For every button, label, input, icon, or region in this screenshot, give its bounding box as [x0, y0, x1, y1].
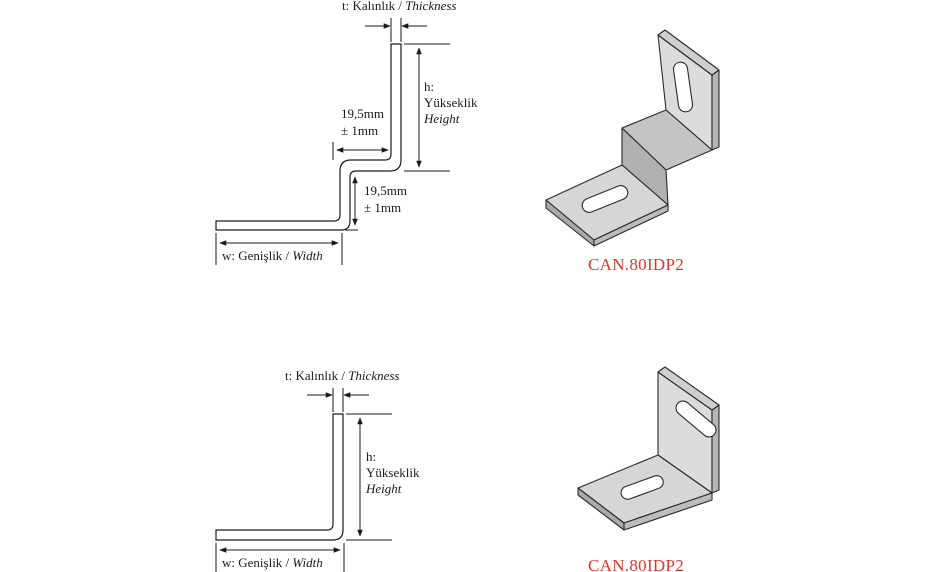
l-bracket-profile — [215, 413, 344, 541]
base-slot — [581, 185, 629, 213]
upper-slot — [675, 400, 717, 438]
width-dimension — [215, 543, 345, 572]
product-code-bottom: CAN.80IDP2 — [588, 556, 684, 572]
upper-offset-dimension — [332, 142, 389, 160]
z-bracket-profile-drawing: t: Kalınlık / Thickness h: Yükseklik Hei… — [215, 0, 481, 265]
product-code-top: CAN.80IDP2 — [588, 255, 684, 274]
width-dimension — [215, 233, 343, 265]
lower-offset-dimension — [345, 176, 358, 231]
z-bracket-3d-illustration — [545, 29, 720, 247]
base-slot — [620, 475, 664, 500]
thickness-dimension — [307, 388, 369, 412]
height-dimension — [346, 413, 392, 541]
width-label: w: Genişlik / Width — [222, 555, 323, 570]
upper-offset-label: 19,5mm ± 1mm — [341, 106, 387, 138]
width-label: w: Genişlik / Width — [222, 248, 323, 263]
lower-offset-label: 19,5mm ± 1mm — [364, 183, 410, 215]
height-dimension — [404, 43, 450, 172]
thickness-label: t: Kalınlık / Thickness — [342, 0, 456, 13]
height-label: h: Yükseklik Height — [423, 79, 481, 126]
l-bracket-3d-illustration — [577, 366, 720, 531]
thickness-dimension — [365, 18, 427, 42]
thickness-label: t: Kalınlık / Thickness — [285, 368, 399, 383]
height-label: h: Yükseklik Height — [365, 449, 423, 496]
upper-slot — [672, 61, 694, 113]
z-bracket-profile — [215, 43, 402, 231]
l-bracket-profile-drawing: t: Kalınlık / Thickness h: Yükseklik Hei… — [215, 368, 423, 572]
